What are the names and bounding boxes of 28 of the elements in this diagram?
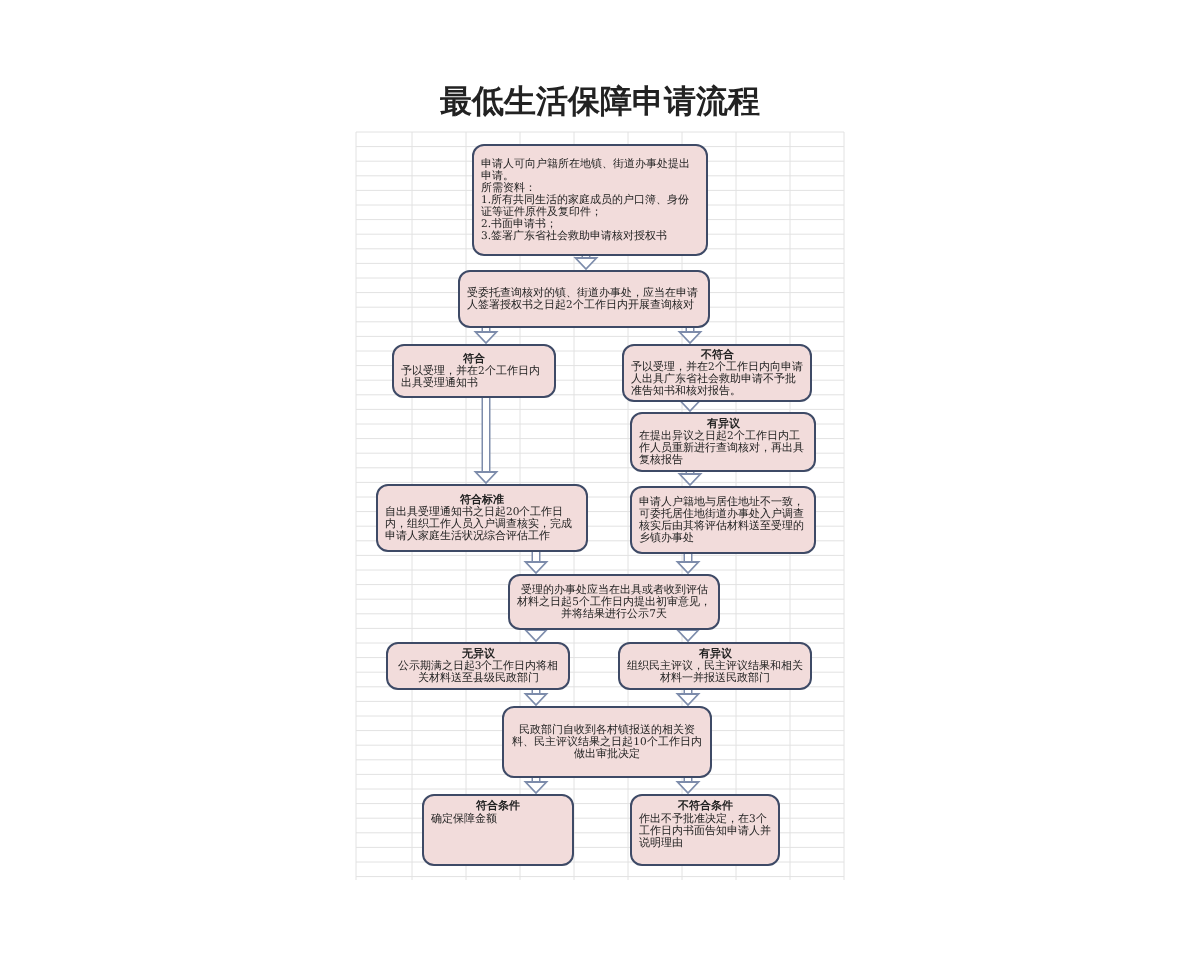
arrow (474, 328, 498, 344)
process-box (508, 574, 720, 630)
process-box (472, 144, 708, 256)
process-box (458, 270, 710, 328)
process-box (618, 642, 812, 690)
arrow (524, 629, 548, 642)
process-box (630, 486, 816, 554)
arrow (678, 472, 702, 486)
arrow (524, 690, 548, 706)
arrow (474, 398, 498, 484)
arrow (676, 690, 700, 706)
arrow (676, 629, 700, 642)
process-box (630, 794, 780, 866)
process-box (502, 706, 712, 778)
arrow (524, 552, 548, 574)
process-box (422, 794, 574, 866)
arrow (678, 328, 702, 344)
process-box (392, 344, 556, 398)
process-box (622, 344, 812, 402)
arrow (574, 256, 598, 270)
arrow (524, 778, 548, 794)
arrow (676, 554, 700, 574)
process-box (386, 642, 570, 690)
arrow (676, 778, 700, 794)
process-box (376, 484, 588, 552)
diagram-title: 最低生活保障申请流程 (440, 84, 760, 120)
arrow (678, 399, 702, 412)
process-box (630, 412, 816, 472)
